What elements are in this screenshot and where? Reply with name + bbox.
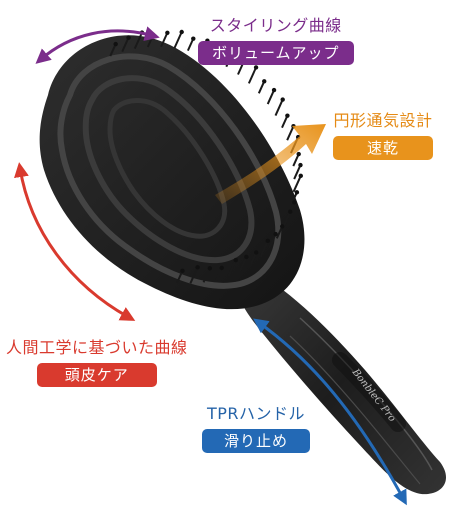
bristle-tip (180, 268, 185, 274)
bristle-tip (253, 65, 259, 70)
bristle-tip (126, 35, 131, 40)
bristle (227, 259, 237, 277)
bristle (282, 211, 292, 229)
scalp-curve-arrow (14, 162, 136, 321)
feature-volume: スタイリング曲線 ボリュームアップ (198, 16, 354, 65)
bristle-tip (265, 238, 270, 244)
volume-badge: ボリュームアップ (198, 41, 354, 65)
bristle-tip (296, 151, 301, 157)
bristle-tip (298, 173, 303, 179)
bristle (292, 175, 302, 193)
bristle (173, 31, 183, 49)
dry-heading: 円形通気設計 (333, 111, 433, 130)
grip-arrow (253, 318, 407, 506)
bristle-tip (271, 87, 277, 93)
bristle-tip (207, 266, 213, 271)
bristle-tip (288, 209, 293, 214)
bristle-tip (179, 29, 184, 35)
grip-heading: TPRハンドル (206, 404, 306, 423)
bristle-tip (219, 265, 224, 271)
bristle-tip (195, 265, 200, 270)
bristle-tip (280, 224, 285, 229)
bristle-tip (254, 250, 259, 255)
bristle (293, 164, 302, 180)
feature-dry: 円形通気設計 速乾 (333, 111, 434, 160)
airflow-arrow (215, 124, 326, 204)
bristle-tip (292, 200, 297, 205)
bristle-tip (113, 41, 118, 47)
bristle (247, 66, 257, 84)
bristle-tip (233, 257, 238, 263)
bristle-tip (273, 231, 278, 237)
bristle-tip (298, 162, 303, 168)
bristle-tip (285, 113, 290, 118)
bristle-tip (165, 30, 170, 35)
feature-grip: TPRハンドル 滑り止め (202, 404, 311, 453)
bristle (268, 233, 277, 249)
brush-handle (238, 268, 447, 495)
volume-heading: スタイリング曲線 (209, 16, 342, 35)
volume-curve-arrow (35, 26, 160, 64)
bristle-tip (280, 97, 285, 102)
bristle (202, 267, 211, 283)
bristle (274, 99, 284, 116)
bristle (286, 125, 295, 141)
scalp-heading: 人間工学に基づいた曲線 (6, 338, 188, 357)
feature-scalp: 人間工学に基づいた曲線 頭皮ケア (6, 338, 188, 387)
dry-badge: 速乾 (333, 136, 434, 160)
bristle (259, 240, 269, 258)
scalp-badge: 頭皮ケア (36, 363, 157, 387)
bristle (160, 32, 169, 48)
bristle-tip (262, 79, 267, 84)
bristle-tip (191, 36, 196, 41)
bristle (189, 266, 199, 284)
bristle (239, 256, 248, 272)
bristle-tip (294, 190, 300, 195)
bristle-tip (244, 254, 249, 260)
grip-badge: 滑り止め (202, 429, 311, 453)
bristle (266, 89, 275, 105)
